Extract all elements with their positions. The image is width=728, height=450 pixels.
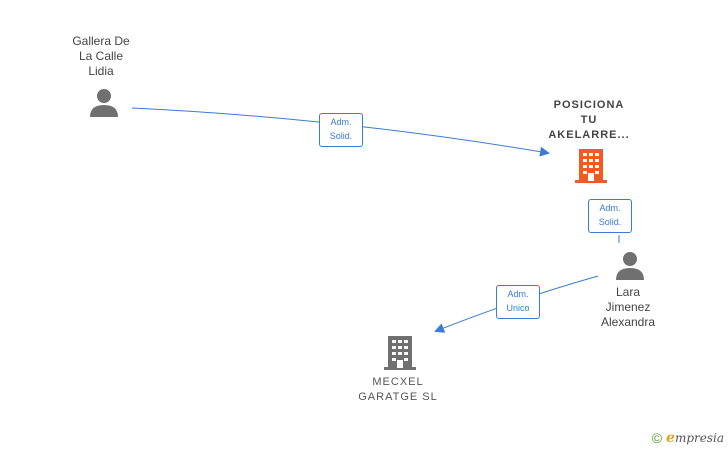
- person-gallera-label[interactable]: Gallera De La Calle Lidia: [56, 34, 146, 79]
- edge-label-line: Adm.: [599, 203, 621, 213]
- edge-label-line: Solid.: [598, 217, 622, 227]
- label-line: Gallera De: [72, 34, 130, 48]
- edge-label-adm-solid[interactable]: Adm. Solid.: [588, 199, 632, 233]
- person-icon[interactable]: [89, 87, 119, 117]
- building-icon[interactable]: [575, 149, 607, 183]
- person-icon[interactable]: [615, 250, 645, 280]
- label-line: GARATGE SL: [358, 391, 438, 403]
- label-line: La Calle: [78, 49, 124, 63]
- brand-logo: empresia: [666, 430, 724, 446]
- person-lara-label[interactable]: Lara Jimenez Alexandra: [582, 285, 674, 330]
- empresia-watermark: © empresia: [652, 430, 724, 446]
- label-line: AKELARRE...: [548, 129, 630, 141]
- label-line: MECXEL: [372, 376, 424, 388]
- edge-label-line: Adm.: [330, 117, 352, 127]
- label-line: Lidia: [88, 64, 114, 78]
- edge-label-line: Solid.: [329, 131, 353, 141]
- label-line: POSICIONA: [553, 99, 625, 111]
- edge-label-line: Adm.: [507, 289, 529, 299]
- edge-label-adm-unico[interactable]: Adm. Unico: [496, 285, 540, 319]
- edge-label-line: Unico: [506, 303, 530, 313]
- company-posiciona-label[interactable]: POSICIONA TU AKELARRE...: [539, 98, 639, 143]
- brand-initial: e: [666, 430, 675, 446]
- label-line: TU: [580, 114, 598, 126]
- label-line: Lara: [615, 285, 641, 299]
- company-mecxel-label[interactable]: MECXEL GARATGE SL: [348, 375, 448, 405]
- label-line: Jimenez: [605, 300, 651, 314]
- copyright-icon: ©: [651, 430, 663, 446]
- label-line: Alexandra: [600, 315, 656, 329]
- edge-label-adm-solid[interactable]: Adm. Solid.: [319, 113, 363, 147]
- brand-name: mpresia: [674, 431, 724, 445]
- building-icon[interactable]: [384, 336, 416, 370]
